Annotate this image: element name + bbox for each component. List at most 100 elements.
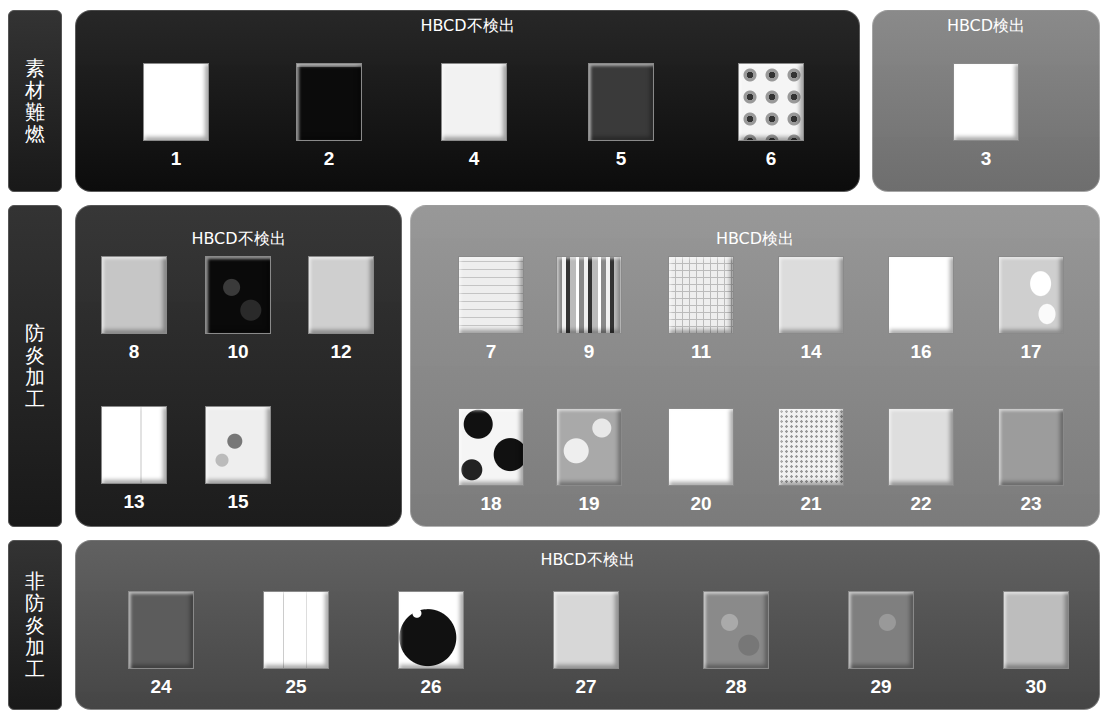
sample-number: 23: [998, 494, 1064, 514]
fabric-swatch: [205, 256, 271, 334]
fabric-swatch: [588, 63, 654, 141]
sample-number: 25: [263, 677, 329, 697]
fabric-swatch: [398, 591, 464, 669]
sample-number: 22: [888, 494, 954, 514]
group-panel: HBCD検出 79 11 14 16 17 18 19 20 21 22 23: [410, 205, 1100, 527]
fabric-swatch: [888, 256, 954, 334]
group-heading: HBCD不検出: [76, 228, 401, 250]
sample-number: 1: [143, 149, 209, 169]
fabric-swatch: [143, 63, 209, 141]
sample-number: 15: [205, 492, 271, 512]
sample-number: 14: [778, 342, 844, 362]
sample-number: 2: [296, 149, 362, 169]
fabric-swatch: [205, 406, 271, 484]
fabric-swatch: [1003, 591, 1069, 669]
sample-number: 6: [738, 149, 804, 169]
sample-number: 27: [553, 677, 619, 697]
fabric-swatch: [778, 408, 844, 486]
sample-item: 11: [668, 256, 734, 364]
fabric-swatch: [556, 408, 622, 486]
sample-number: 16: [888, 342, 954, 362]
sample-item: 6: [738, 63, 804, 171]
fabric-swatch: [668, 256, 734, 334]
sample-item: 16: [888, 256, 954, 364]
sample-item: 26: [398, 591, 464, 699]
row-label: 防炎加工: [25, 322, 45, 410]
fabric-swatch: [888, 408, 954, 486]
fabric-swatch: [778, 256, 844, 334]
fabric-swatch: [128, 591, 194, 669]
sample-number: 18: [458, 494, 524, 514]
sample-item: 23: [998, 408, 1064, 516]
fabric-swatch: [458, 408, 524, 486]
sample-item: 13: [101, 406, 167, 514]
fabric-swatch: [308, 256, 374, 334]
fabric-swatch: [738, 63, 804, 141]
sample-item: 4: [441, 63, 507, 171]
sample-number: 21: [778, 494, 844, 514]
fabric-swatch: [848, 591, 914, 669]
fabric-swatch: [101, 406, 167, 484]
group-heading: HBCD不検出: [76, 15, 859, 37]
sample-item: 30: [1003, 591, 1069, 699]
sample-item: 22: [888, 408, 954, 516]
sample-number: 4: [441, 149, 507, 169]
sample-item: 24: [128, 591, 194, 699]
sample-number: 24: [128, 677, 194, 697]
group-panel: HBCD検出3: [872, 10, 1100, 192]
sample-number: 3: [953, 149, 1019, 169]
group-panel: HBCD不検出 1 2 4 5 6: [75, 10, 860, 192]
sample-item: 10: [205, 256, 271, 364]
row-label-box: 非防炎加工: [8, 540, 62, 710]
sample-number: 13: [101, 492, 167, 512]
fabric-swatch: [296, 63, 362, 141]
fabric-swatch: [998, 256, 1064, 334]
sample-number: 11: [668, 342, 734, 362]
sample-item: 12: [308, 256, 374, 364]
row-label-box: 防炎加工: [8, 205, 62, 527]
fabric-swatch: [101, 256, 167, 334]
sample-item: 27: [553, 591, 619, 699]
group-heading: HBCD不検出: [76, 549, 1099, 571]
sample-item: 18: [458, 408, 524, 516]
sample-number: 29: [848, 677, 914, 697]
sample-number: 17: [998, 342, 1064, 362]
sample-number: 19: [556, 494, 622, 514]
sample-item: 15: [205, 406, 271, 514]
sample-number: 5: [588, 149, 654, 169]
fabric-swatch: [441, 63, 507, 141]
sample-item: 5: [588, 63, 654, 171]
sample-item: 7: [458, 256, 524, 364]
fabric-swatch: [953, 63, 1019, 141]
row-label-box: 素材難燃: [8, 10, 62, 192]
fabric-swatch: [998, 408, 1064, 486]
fabric-swatch: [668, 408, 734, 486]
sample-number: 8: [101, 342, 167, 362]
sample-number: 12: [308, 342, 374, 362]
row-label: 非防炎加工: [25, 570, 45, 680]
sample-number: 10: [205, 342, 271, 362]
sample-item: 28: [703, 591, 769, 699]
sample-item: 20: [668, 408, 734, 516]
group-panel: HBCD不検出 24 25 26 27 28 29 30: [75, 540, 1100, 710]
sample-item: 3: [953, 63, 1019, 171]
sample-item: 25: [263, 591, 329, 699]
fabric-swatch: [553, 591, 619, 669]
sample-item: 2: [296, 63, 362, 171]
row-label: 素材難燃: [25, 57, 45, 145]
sample-number: 28: [703, 677, 769, 697]
fabric-swatch: [458, 256, 524, 334]
fabric-swatch: [556, 256, 622, 334]
sample-item: 21: [778, 408, 844, 516]
group-heading: HBCD検出: [411, 228, 1099, 250]
sample-number: 30: [1003, 677, 1069, 697]
sample-item: 1: [143, 63, 209, 171]
sample-item: 14: [778, 256, 844, 364]
fabric-swatch: [703, 591, 769, 669]
sample-number: 20: [668, 494, 734, 514]
group-panel: HBCD不検出 8 10 12 13 15: [75, 205, 402, 527]
sample-item: 17: [998, 256, 1064, 364]
sample-item: 9: [556, 256, 622, 364]
sample-item: 8: [101, 256, 167, 364]
